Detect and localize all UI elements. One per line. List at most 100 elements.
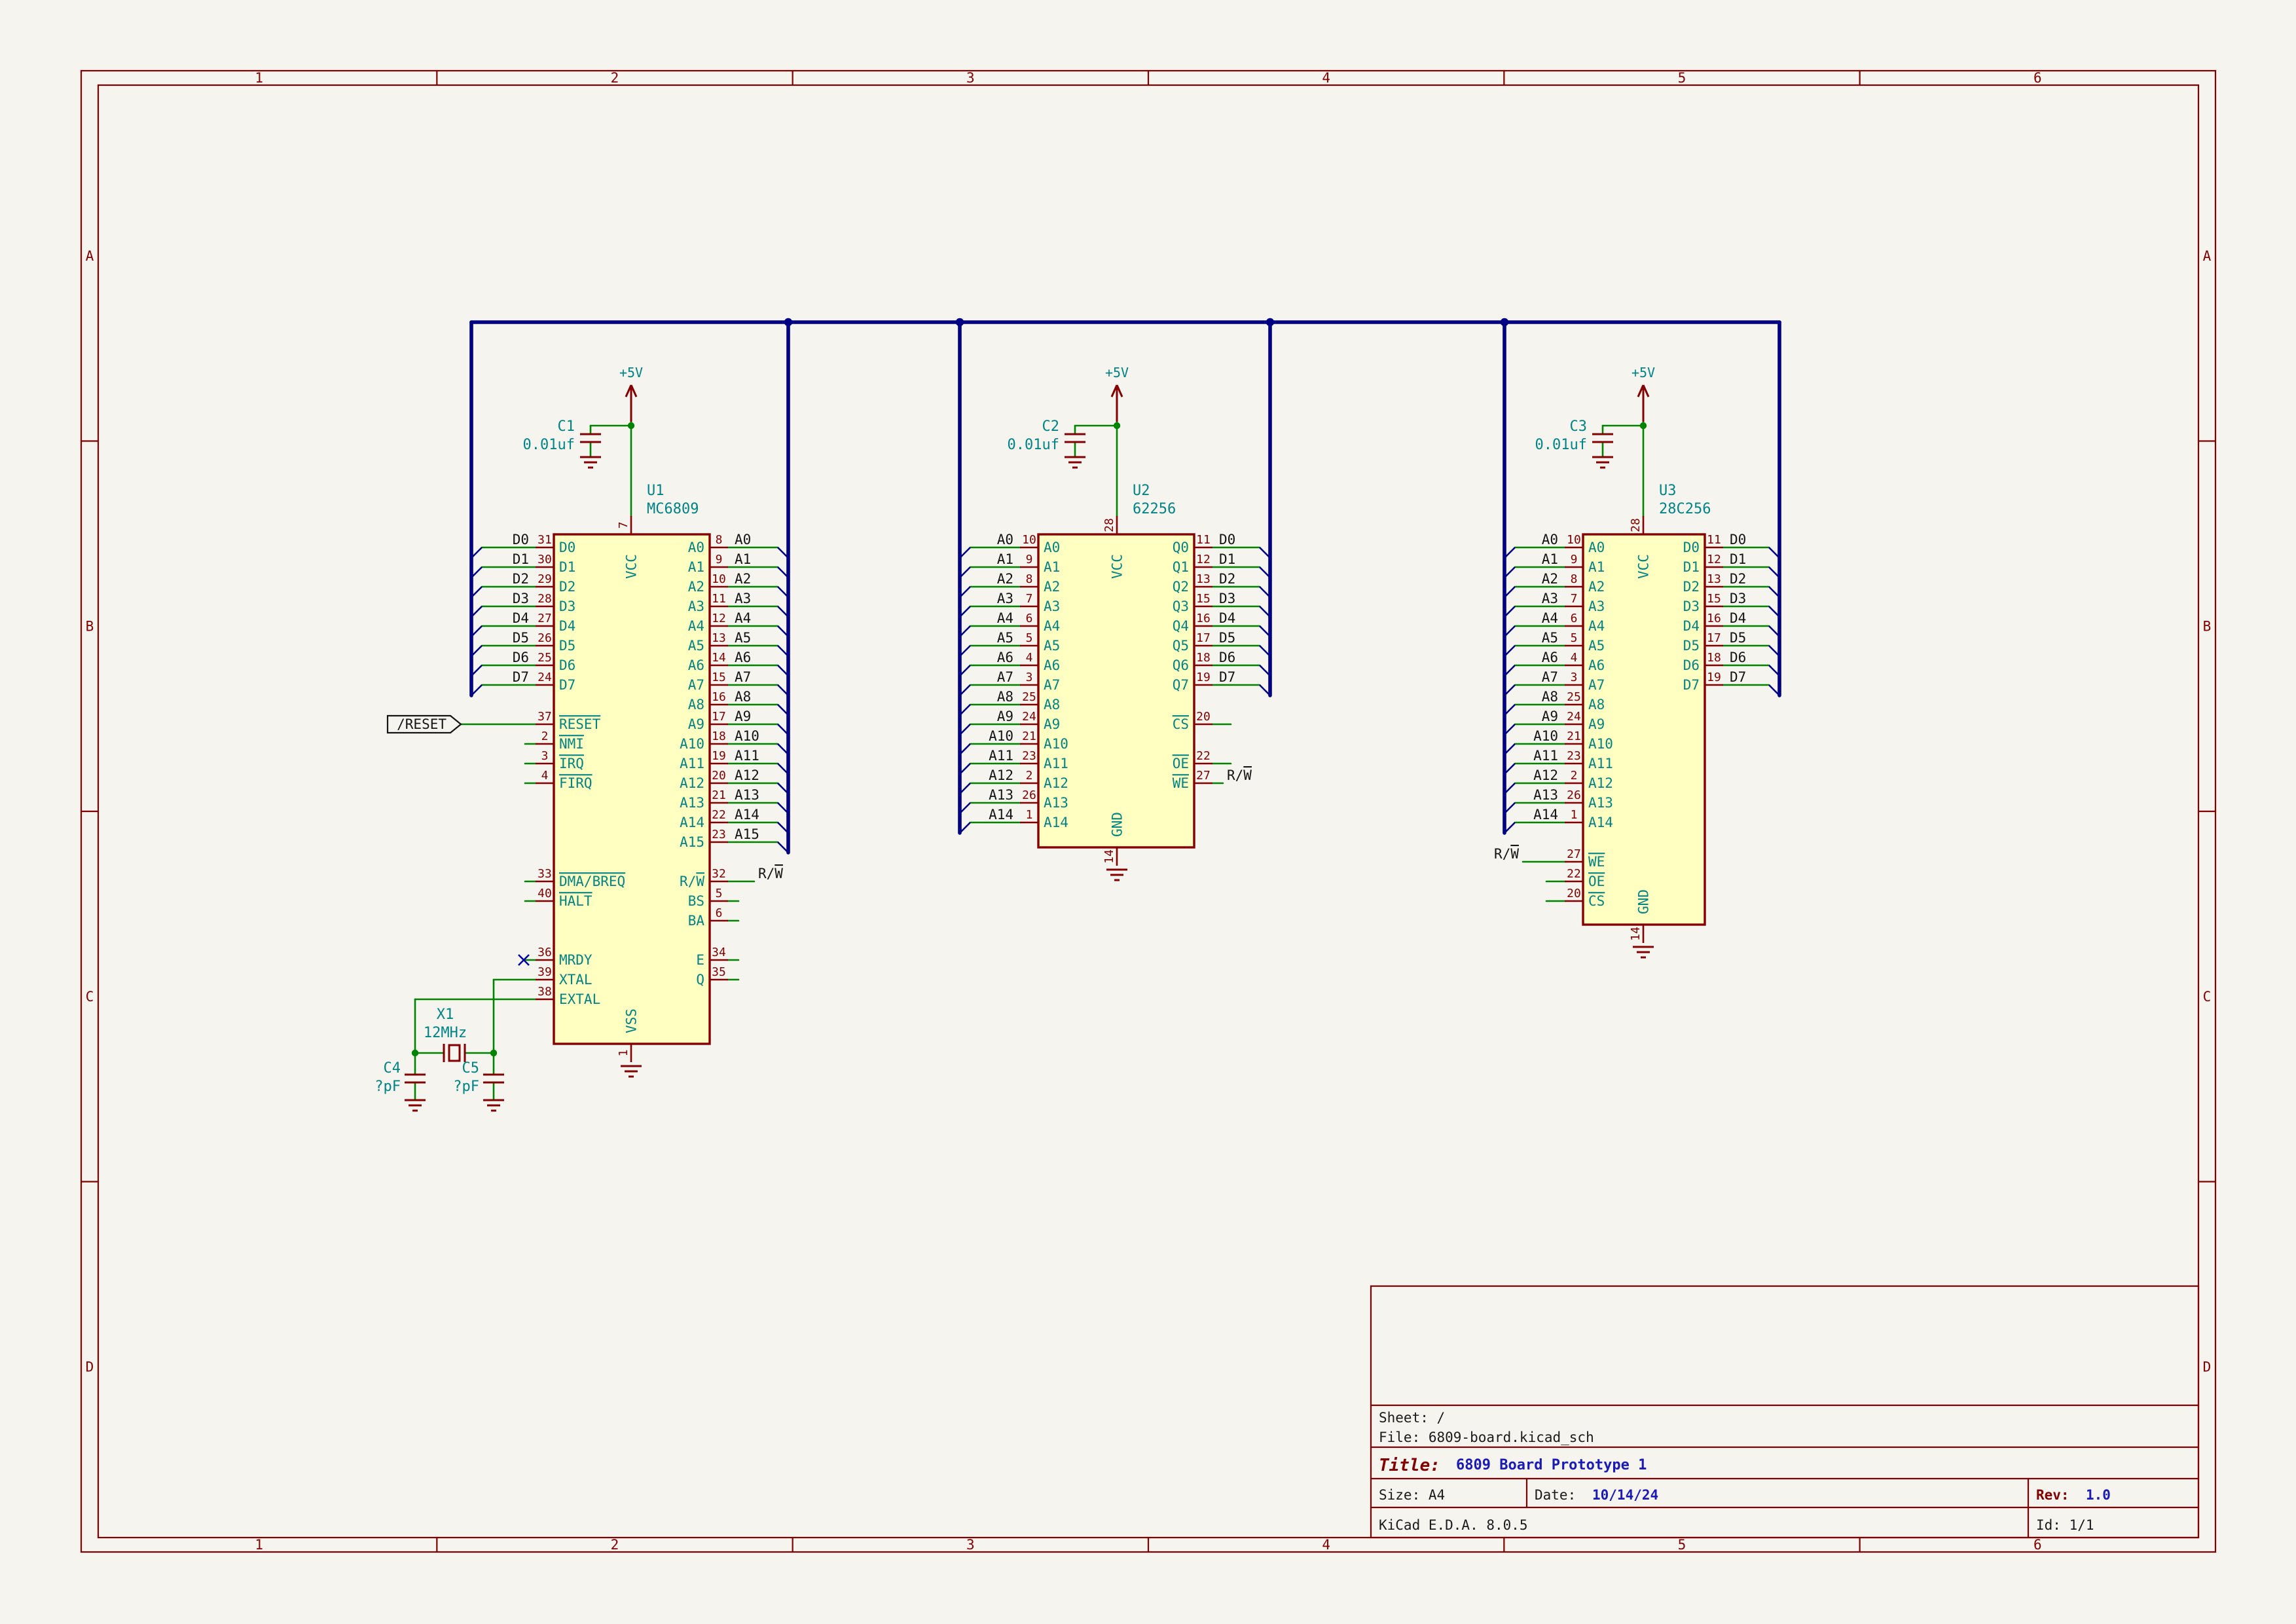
- net-label-d2[interactable]: D2: [1219, 571, 1235, 587]
- net-label-a11[interactable]: A11: [1533, 748, 1558, 764]
- net-label-a0[interactable]: A0: [997, 532, 1013, 547]
- net-label-a6[interactable]: A6: [1542, 650, 1558, 665]
- net-label-r-w[interactable]: R/W: [758, 866, 783, 881]
- net-label-d0[interactable]: D0: [1219, 532, 1235, 547]
- u2-value[interactable]: 62256: [1133, 501, 1176, 517]
- net-label-a4[interactable]: A4: [1542, 610, 1558, 626]
- u2-reference[interactable]: U2: [1133, 483, 1150, 499]
- net-label-a9[interactable]: A9: [997, 709, 1013, 724]
- net-label-a14[interactable]: A14: [1533, 807, 1558, 822]
- power-symbol-plus5v[interactable]: +5V: [1105, 365, 1129, 422]
- gnd-power-symbol[interactable]: [1106, 868, 1127, 881]
- net-label-a3[interactable]: A3: [735, 591, 751, 606]
- capacitor-c5[interactable]: C5 ?pF: [453, 1060, 504, 1095]
- net-label-r-w[interactable]: R/W: [1227, 767, 1252, 783]
- net-label-r-w[interactable]: R/W: [1494, 846, 1519, 862]
- net-label-a3[interactable]: A3: [1542, 591, 1558, 606]
- net-label-d1[interactable]: D1: [1730, 551, 1746, 567]
- net-label-d0[interactable]: D0: [513, 532, 529, 547]
- net-label-a0[interactable]: A0: [735, 532, 751, 547]
- net-label-a1[interactable]: A1: [735, 551, 751, 567]
- net-label-a5[interactable]: A5: [735, 630, 751, 646]
- net-label-a12[interactable]: A12: [989, 767, 1013, 783]
- crystal-reference[interactable]: X1: [437, 1006, 454, 1023]
- gnd-power-symbol[interactable]: [580, 456, 601, 469]
- capacitor-c1[interactable]: C10.01uf: [523, 418, 601, 453]
- net-label-a4[interactable]: A4: [997, 610, 1013, 626]
- net-label-d6[interactable]: D6: [1219, 650, 1235, 665]
- capacitor-value[interactable]: 0.01uf: [523, 437, 575, 453]
- global-label-reset[interactable]: /RESET: [386, 714, 462, 734]
- capacitor-value[interactable]: 0.01uf: [1535, 437, 1587, 453]
- net-label-a13[interactable]: A13: [989, 787, 1013, 803]
- net-label-a12[interactable]: A12: [1533, 767, 1558, 783]
- capacitor-reference[interactable]: C2: [1042, 418, 1060, 435]
- gnd-power-symbol[interactable]: [483, 1099, 504, 1112]
- net-label-d5[interactable]: D5: [513, 630, 529, 646]
- net-label-a8[interactable]: A8: [735, 689, 751, 705]
- net-label-d4[interactable]: D4: [1219, 610, 1235, 626]
- net-label-a10[interactable]: A10: [735, 728, 759, 744]
- capacitor-c2[interactable]: C2 0.01uf: [1008, 418, 1085, 453]
- net-label-a7[interactable]: A7: [1542, 669, 1558, 685]
- capacitor-c4[interactable]: C4 ?pF: [374, 1060, 426, 1095]
- net-label-d3[interactable]: D3: [513, 591, 529, 606]
- net-label-a14[interactable]: A14: [735, 807, 759, 822]
- net-label-d6[interactable]: D6: [1730, 650, 1746, 665]
- net-label-a8[interactable]: A8: [1542, 689, 1558, 705]
- net-label-d0[interactable]: D0: [1730, 532, 1746, 547]
- net-label-a8[interactable]: A8: [997, 689, 1013, 705]
- net-label-d7[interactable]: D7: [1219, 669, 1235, 685]
- capacitor-value[interactable]: ?pF: [374, 1079, 401, 1095]
- net-label-a14[interactable]: A14: [989, 807, 1013, 822]
- u1-reference[interactable]: U1: [647, 483, 665, 499]
- net-label-d4[interactable]: D4: [513, 610, 529, 626]
- capacitor-reference[interactable]: C3: [1570, 418, 1588, 435]
- net-label-a3[interactable]: A3: [997, 591, 1013, 606]
- net-label-a5[interactable]: A5: [997, 630, 1013, 646]
- net-label-a5[interactable]: A5: [1542, 630, 1558, 646]
- net-label-a15[interactable]: A15: [735, 826, 759, 842]
- net-label-a1[interactable]: A1: [1542, 551, 1558, 567]
- gnd-power-symbol[interactable]: [1065, 456, 1085, 469]
- net-label-a12[interactable]: A12: [735, 767, 759, 783]
- capacitor-c3[interactable]: C3 0.01uf: [1535, 418, 1613, 453]
- net-label-d5[interactable]: D5: [1730, 630, 1746, 646]
- net-label-a2[interactable]: A2: [997, 571, 1013, 587]
- gnd-power-symbol[interactable]: [1633, 946, 1654, 959]
- power-symbol-plus5v[interactable]: +5V: [1631, 365, 1655, 422]
- net-label-a4[interactable]: A4: [735, 610, 751, 626]
- net-label-d6[interactable]: D6: [513, 650, 529, 665]
- net-label-a9[interactable]: A9: [1542, 709, 1558, 724]
- net-label-a13[interactable]: A13: [735, 787, 759, 803]
- net-label-d7[interactable]: D7: [1730, 669, 1746, 685]
- net-label-a13[interactable]: A13: [1533, 787, 1558, 803]
- net-label-a11[interactable]: A11: [735, 748, 759, 764]
- net-label-a6[interactable]: A6: [735, 650, 751, 665]
- gnd-power-symbol[interactable]: [405, 1099, 426, 1112]
- net-label-d5[interactable]: D5: [1219, 630, 1235, 646]
- capacitor-reference[interactable]: C4: [384, 1060, 401, 1077]
- u3-reference[interactable]: U3: [1659, 483, 1677, 499]
- net-label-a10[interactable]: A10: [989, 728, 1013, 744]
- net-label-a6[interactable]: A6: [997, 650, 1013, 665]
- u1-value[interactable]: MC6809: [647, 501, 699, 517]
- net-label-a1[interactable]: A1: [997, 551, 1013, 567]
- net-label-a2[interactable]: A2: [1542, 571, 1558, 587]
- gnd-power-symbol[interactable]: [621, 1065, 642, 1078]
- net-label-d4[interactable]: D4: [1730, 610, 1746, 626]
- net-label-d1[interactable]: D1: [1219, 551, 1235, 567]
- power-symbol-plus5v[interactable]: +5V: [619, 365, 643, 422]
- capacitor-reference[interactable]: C5: [462, 1060, 480, 1077]
- u3-value[interactable]: 28C256: [1659, 501, 1711, 517]
- capacitor-value[interactable]: 0.01uf: [1008, 437, 1059, 453]
- crystal-value[interactable]: 12MHz: [424, 1025, 467, 1041]
- net-label-a10[interactable]: A10: [1533, 728, 1558, 744]
- capacitor-value[interactable]: ?pF: [453, 1079, 479, 1095]
- crystal-x1[interactable]: X1 12MHz: [424, 1006, 467, 1062]
- net-label-d3[interactable]: D3: [1730, 591, 1746, 606]
- net-label-d3[interactable]: D3: [1219, 591, 1235, 606]
- net-label-a7[interactable]: A7: [735, 669, 751, 685]
